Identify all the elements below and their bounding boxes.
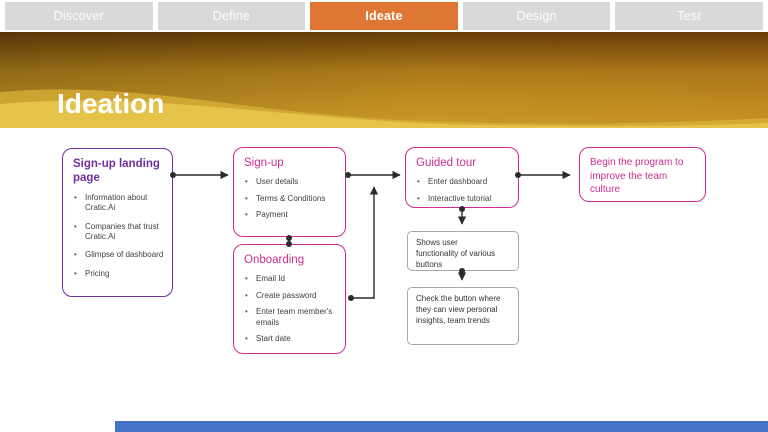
bullet-list: Information about Cratic.Ai Companies th… bbox=[63, 186, 172, 280]
node-guided-tour: Guided tour Enter dashboard Interactive … bbox=[405, 147, 519, 208]
bullet-list: Enter dashboard Interactive tutorial bbox=[406, 170, 518, 204]
node-title: Guided tour bbox=[416, 157, 477, 169]
bullet-list: User details Terms & Conditions Payment bbox=[234, 170, 345, 221]
bullet-item: Enter team member's emails bbox=[244, 307, 339, 328]
bullet-item: Pricing bbox=[73, 269, 166, 280]
node-title: Sign-up bbox=[244, 157, 284, 169]
arrow-onboarding-to-guidedtour bbox=[351, 186, 379, 299]
phase-tabbar: Discover Define Ideate Design Test bbox=[5, 2, 763, 30]
page-title: Ideation bbox=[57, 88, 165, 119]
tab-design[interactable]: Design bbox=[462, 2, 611, 30]
wave-decoration bbox=[0, 89, 768, 128]
tab-test[interactable]: Test bbox=[615, 2, 763, 30]
footer-bar bbox=[115, 421, 768, 432]
node-title: Onboarding bbox=[244, 254, 305, 266]
bullet-item: Email Id bbox=[244, 274, 339, 285]
node-begin-program: Begin the program to improve the team cu… bbox=[579, 147, 706, 202]
bullet-item: Terms & Conditions bbox=[244, 194, 339, 205]
bullet-item: Enter dashboard bbox=[416, 177, 512, 188]
node-check-button: Check the button where they can view per… bbox=[407, 287, 519, 345]
bullet-item: Interactive tutorial bbox=[416, 194, 512, 205]
node-text: Shows user functionality of various butt… bbox=[416, 238, 496, 270]
tab-discover[interactable]: Discover bbox=[5, 2, 153, 30]
bullet-item: Create password bbox=[244, 291, 339, 302]
bullet-item: Start date bbox=[244, 334, 339, 345]
banner: Ideation bbox=[0, 32, 768, 128]
node-title: Sign-up landing page bbox=[73, 158, 160, 185]
bullet-item: Payment bbox=[244, 210, 339, 221]
tab-ideate[interactable]: Ideate bbox=[310, 2, 458, 30]
node-shows-user-functionality: Shows user functionality of various butt… bbox=[407, 231, 519, 271]
node-onboarding: Onboarding Email Id Create password Ente… bbox=[233, 244, 346, 354]
bullet-item: Companies that trust Cratic.Ai bbox=[73, 222, 166, 243]
node-text: Check the button where they can view per… bbox=[416, 294, 501, 326]
node-text: Begin the program to improve the team cu… bbox=[590, 157, 684, 195]
bullet-item: Information about Cratic.Ai bbox=[73, 193, 166, 214]
bullet-list: Email Id Create password Enter team memb… bbox=[234, 267, 345, 344]
bullet-item: Glimpse of dashboard bbox=[73, 250, 166, 261]
node-signup: Sign-up User details Terms & Conditions … bbox=[233, 147, 346, 237]
bullet-item: User details bbox=[244, 177, 339, 188]
tab-define[interactable]: Define bbox=[157, 2, 306, 30]
node-signup-landing-page: Sign-up landing page Information about C… bbox=[62, 148, 173, 297]
